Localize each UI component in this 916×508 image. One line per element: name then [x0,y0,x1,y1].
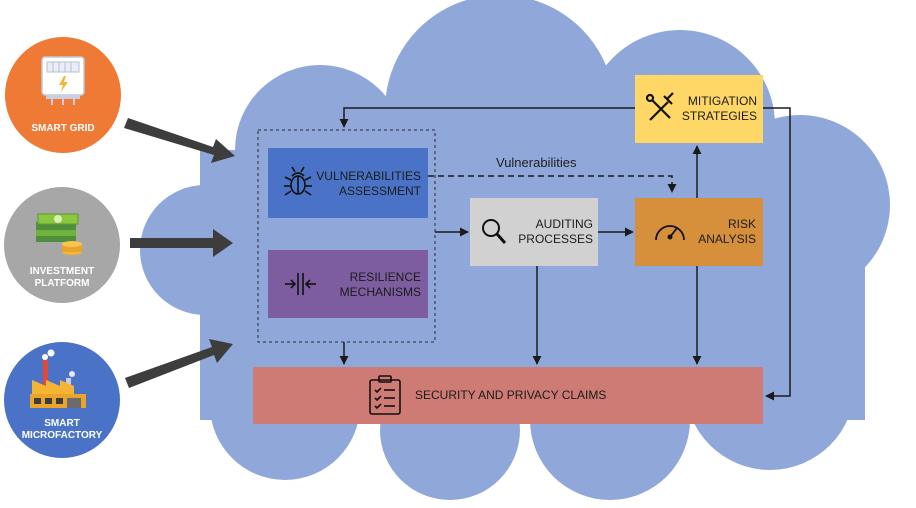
risk-analysis-label: RISK ANALYSIS [698,217,756,246]
vulnerabilities-assessment-label: VULNERABILITIES ASSESSMENT [316,169,421,198]
vulnerabilities-assessment-box [268,148,428,218]
connectors [339,107,791,401]
assessment-group-border [257,129,436,343]
money-icon [36,213,82,255]
compress-icon [285,273,316,295]
arrow-smart-microfactory [125,339,233,388]
input-arrows [124,118,235,388]
auditing-processes-label: AUDITING PROCESSES [518,217,593,246]
smart-grid-source [5,37,121,153]
vulnerabilities-edge-label: Vulnerabilities [496,155,577,170]
arrow-investment-platform [130,229,233,257]
smart-microfactory-label: SMART MICROFACTORY [21,418,103,441]
arrow-smart-grid [124,118,235,163]
clipboard-checklist-icon [369,375,401,415]
security-privacy-claims-label: SECURITY AND PRIVACY CLAIMS [415,388,607,402]
mitigation-strategies-label: MITIGATION STRATEGIES [681,94,757,123]
resilience-mechanisms-box [268,250,428,318]
edge-mitigation-to-group [339,107,635,128]
factory-icon [30,349,86,408]
gauge-icon [655,225,685,241]
edge-mitigation-to-claims [763,107,791,401]
edge-vulnerabilities [428,175,677,193]
risk-analysis-box [635,198,763,266]
investment-platform-label: INVESTMENT PLATFORM [29,266,95,289]
resilience-mechanisms-label: RESILIENCE MECHANISMS [339,270,421,299]
investment-platform-source [4,187,120,303]
tools-icon [645,92,674,121]
smart-grid-label: SMART GRID [31,123,95,134]
bug-icon [284,166,312,196]
mitigation-strategies-box [635,75,763,143]
smart-microfactory-source [4,342,120,458]
electric-meter-icon [41,56,85,105]
security-privacy-claims-box [253,367,763,424]
magnifier-icon [482,219,507,244]
auditing-processes-box [470,198,598,266]
